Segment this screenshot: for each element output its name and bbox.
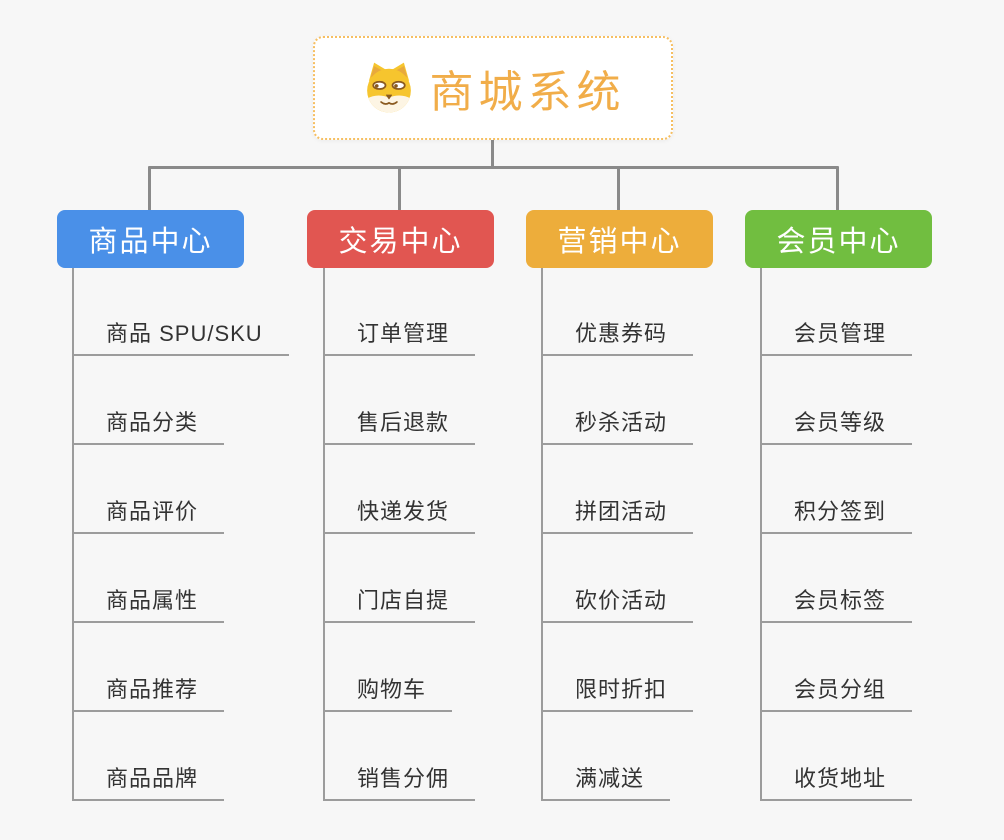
branch-items-trade-center: 订单管理 售后退款 快递发货 门店自提 购物车 销售分佣 — [323, 268, 476, 801]
topic-item[interactable]: 会员标签 — [762, 534, 913, 623]
topic-item[interactable]: 销售分佣 — [325, 712, 476, 801]
branch-items-marketing-center: 优惠券码 秒杀活动 拼团活动 砍价活动 限时折扣 满减送 — [541, 268, 694, 801]
topic-item[interactable]: 订单管理 — [325, 268, 476, 356]
topic-item[interactable]: 商品分类 — [74, 356, 225, 445]
branch-node-marketing-center[interactable]: 营销中心 — [526, 210, 713, 268]
branch-items-member-center: 会员管理 会员等级 积分签到 会员标签 会员分组 收货地址 — [760, 268, 913, 801]
topic-item[interactable]: 快递发货 — [325, 445, 476, 534]
topic-item[interactable]: 会员等级 — [762, 356, 913, 445]
topic-item[interactable]: 满减送 — [543, 712, 671, 801]
connector-drop-trade — [398, 166, 401, 211]
branch-node-trade-center[interactable]: 交易中心 — [307, 210, 494, 268]
topic-item[interactable]: 门店自提 — [325, 534, 476, 623]
topic-item[interactable]: 商品推荐 — [74, 623, 225, 712]
connector-root-drop — [491, 139, 494, 169]
branch-node-member-center[interactable]: 会员中心 — [745, 210, 932, 268]
topic-item[interactable]: 收货地址 — [762, 712, 913, 801]
topic-item[interactable]: 限时折扣 — [543, 623, 694, 712]
topic-item[interactable]: 商品属性 — [74, 534, 225, 623]
connector-horizontal-bar — [148, 166, 839, 169]
topic-item[interactable]: 商品品牌 — [74, 712, 225, 801]
doge-face-icon — [361, 60, 417, 116]
topic-item[interactable]: 拼团活动 — [543, 445, 694, 534]
connector-drop-marketing — [617, 166, 620, 211]
root-node-mall-system[interactable]: 商城系统 — [313, 36, 673, 140]
branch-node-product-center[interactable]: 商品中心 — [57, 210, 244, 268]
topic-item[interactable]: 优惠券码 — [543, 268, 694, 356]
topic-item[interactable]: 售后退款 — [325, 356, 476, 445]
connector-drop-product — [148, 166, 151, 211]
topic-item[interactable]: 积分签到 — [762, 445, 913, 534]
topic-item[interactable]: 商品评价 — [74, 445, 225, 534]
topic-item[interactable]: 秒杀活动 — [543, 356, 694, 445]
topic-item[interactable]: 会员管理 — [762, 268, 913, 356]
topic-item[interactable]: 商品 SPU/SKU — [74, 268, 289, 356]
topic-item[interactable]: 砍价活动 — [543, 534, 694, 623]
topic-item[interactable]: 会员分组 — [762, 623, 913, 712]
root-label: 商城系统 — [429, 68, 626, 117]
branch-items-product-center: 商品 SPU/SKU 商品分类 商品评价 商品属性 商品推荐 商品品牌 — [72, 268, 289, 801]
connector-drop-member — [836, 166, 839, 211]
topic-item[interactable]: 购物车 — [325, 623, 453, 712]
